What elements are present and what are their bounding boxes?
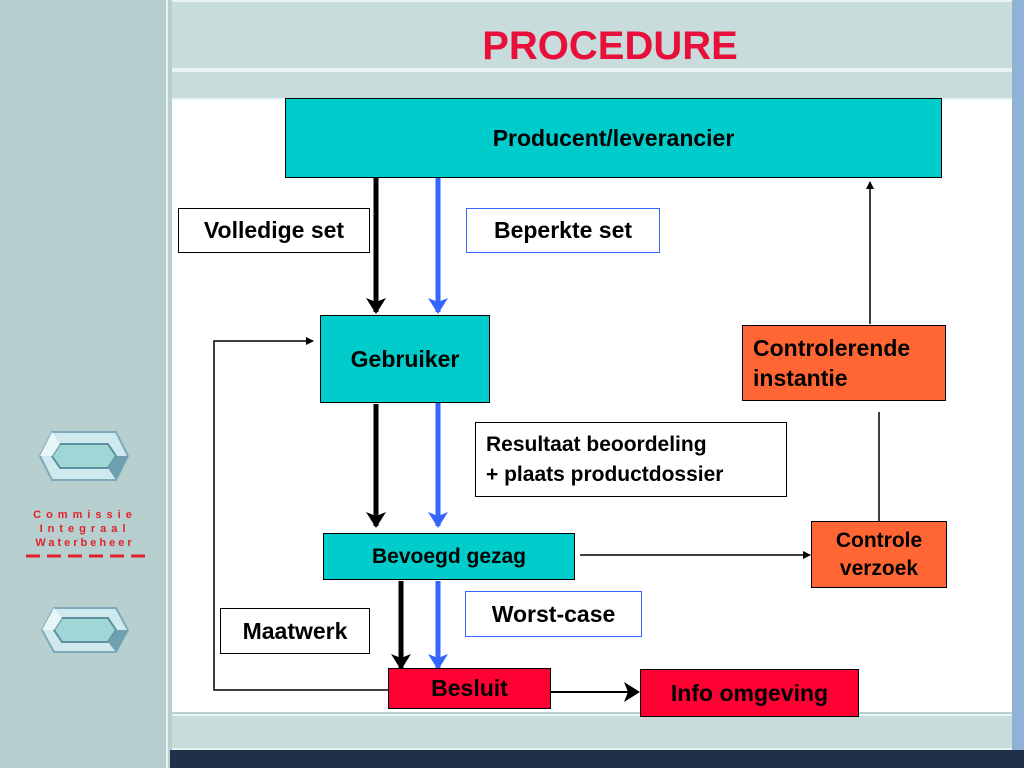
node-gebruiker-label: Gebruiker <box>350 345 460 372</box>
node-info-omgeving: Info omgeving <box>640 669 859 717</box>
label-volledige-set-text: Volledige set <box>203 217 345 243</box>
footer-band <box>172 714 1012 750</box>
label-maatwerk-text: Maatwerk <box>242 617 348 644</box>
logo-text-line2: Integraal <box>39 523 131 535</box>
node-controle-line2: verzoek <box>839 556 919 580</box>
label-worst-case: Worst-case <box>465 591 642 637</box>
node-producent-leverancier: Producent/leverancier <box>285 98 942 178</box>
right-edge <box>1012 0 1024 768</box>
node-gebruiker: Gebruiker <box>320 315 490 403</box>
feedback-loop-besluit-to-gebruiker <box>213 337 388 691</box>
logo-gem-icon-bottom <box>40 607 130 653</box>
bottom-edge <box>170 750 1024 768</box>
label-resultaat-beoordeling: Resultaat beoordeling + plaats productdo… <box>475 422 787 497</box>
node-controlerende-line2: instantie <box>753 365 848 391</box>
node-bevoegd-gezag-label: Bevoegd gezag <box>371 544 527 568</box>
node-controlerende-instantie: Controlerende instantie <box>742 325 946 401</box>
label-beperkte-set-text: Beperkte set <box>493 217 633 243</box>
label-worst-case-text: Worst-case <box>491 600 616 627</box>
node-controlerende-line1: Controlerende <box>753 335 911 361</box>
node-bevoegd-gezag: Bevoegd gezag <box>323 533 575 580</box>
node-besluit: Besluit <box>388 668 551 709</box>
logo-gem-icon-top <box>38 431 130 481</box>
page-title: PROCEDURE <box>482 24 738 68</box>
node-info-omgeving-label: Info omgeving <box>670 679 829 706</box>
node-controle-verzoek: Controle verzoek <box>811 521 947 588</box>
node-controle-line1: Controle <box>835 528 923 552</box>
label-volledige-set: Volledige set <box>178 208 370 253</box>
label-beperkte-set: Beperkte set <box>466 208 660 253</box>
label-maatwerk: Maatwerk <box>220 608 370 654</box>
node-producent-label: Producent/leverancier <box>492 124 735 151</box>
logo-text-line3: Waterbeheer <box>35 537 135 549</box>
label-resultaat-line2: + plaats productdossier <box>486 462 724 486</box>
node-besluit-label: Besluit <box>431 675 508 701</box>
logo-text-line1: Commissie <box>33 509 137 521</box>
title-band <box>172 0 1012 70</box>
sidebar-divider <box>166 0 168 768</box>
label-resultaat-line1: Resultaat beoordeling <box>486 432 707 456</box>
